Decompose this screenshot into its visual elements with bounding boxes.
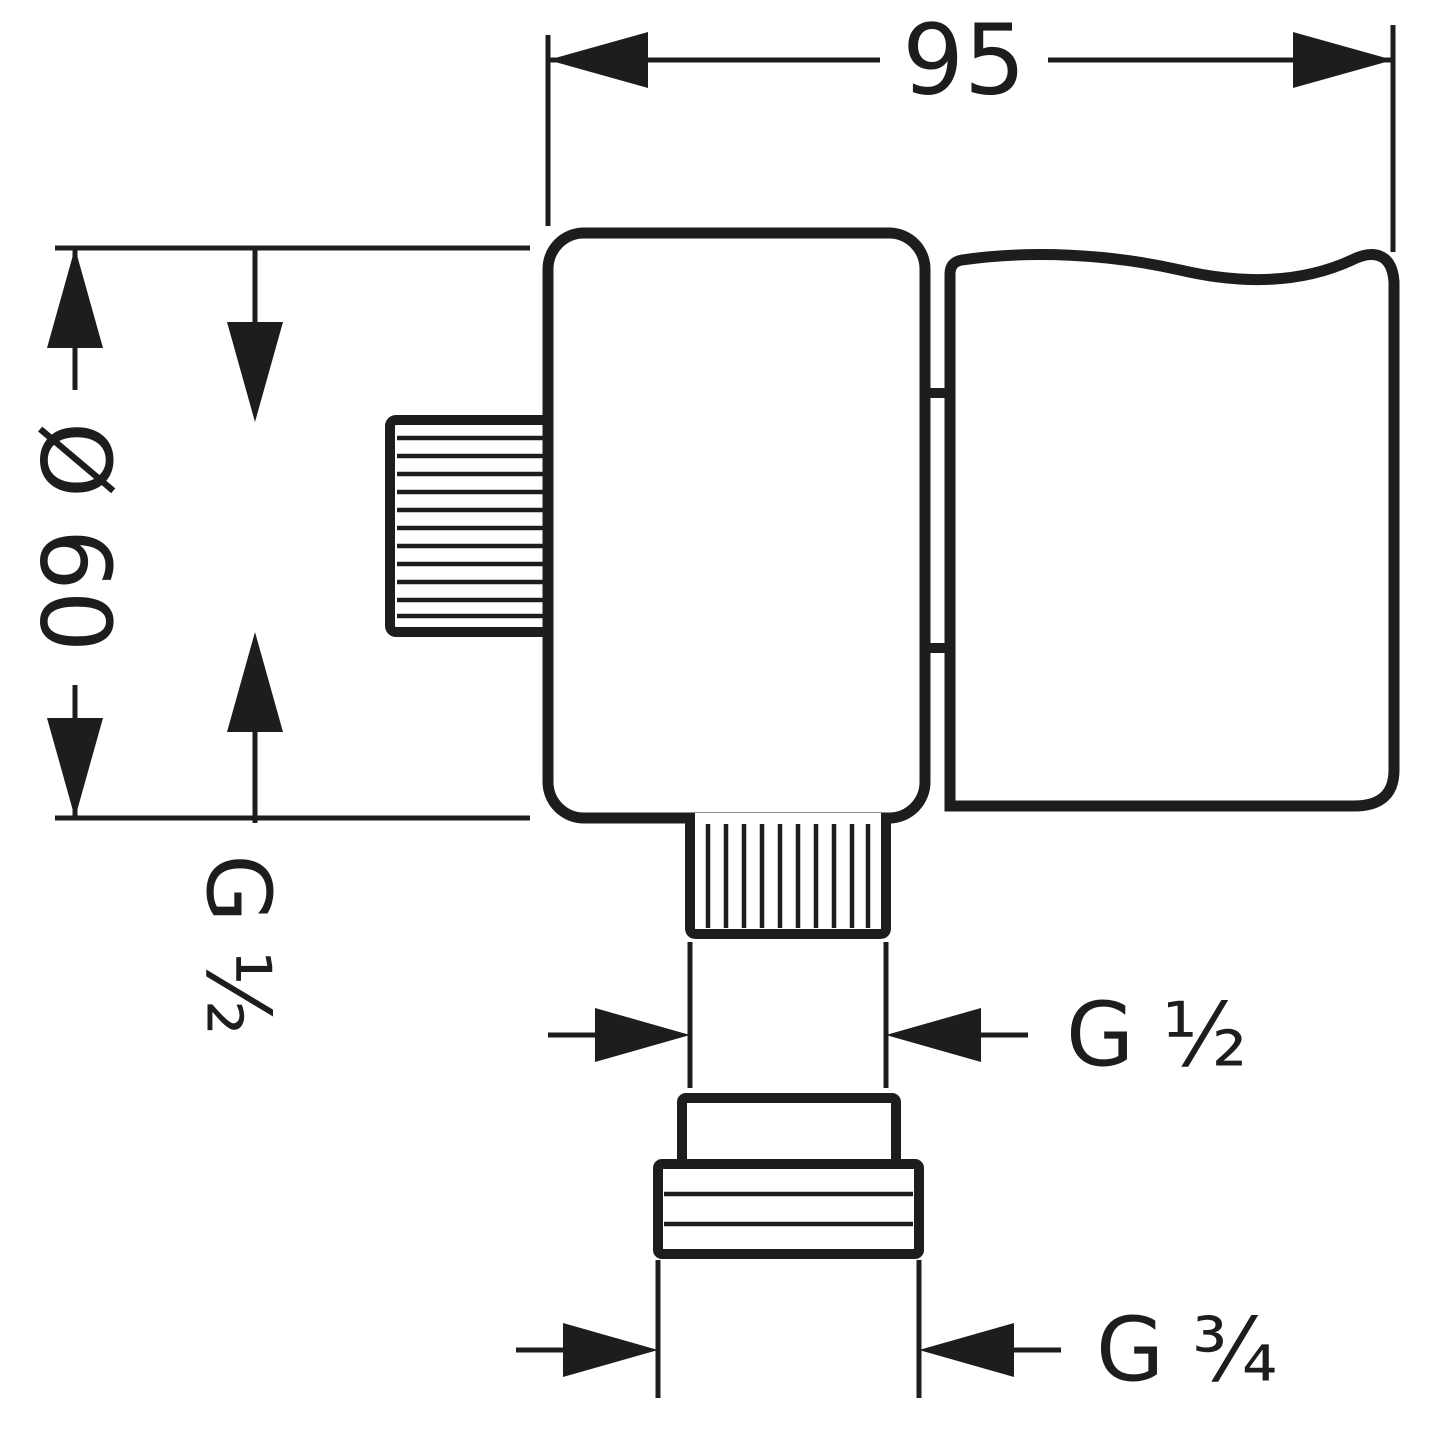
dimension-hose-thread: G ¾ xyxy=(516,1260,1277,1402)
valve-body xyxy=(542,227,931,824)
arrowhead-left-icon xyxy=(886,1008,981,1062)
arrowhead-right-icon xyxy=(1293,32,1393,88)
dimension-overall-width: 95 xyxy=(545,4,1396,252)
arrowhead-left-icon xyxy=(919,1323,1014,1377)
arrowhead-up-icon xyxy=(47,248,103,348)
arrowhead-down-icon xyxy=(47,718,103,818)
arrowhead-right-icon xyxy=(595,1008,690,1062)
outlet-thread-nipple xyxy=(685,813,891,939)
outlet-thread-lines xyxy=(705,824,871,928)
dimension-label-overall-width: 95 xyxy=(902,4,1025,117)
wall-thread-lines xyxy=(397,435,543,619)
hose-union-nut xyxy=(653,1093,924,1259)
arrowhead-left-icon xyxy=(548,32,648,88)
dimension-label-body-diameter: Ø 60 xyxy=(19,422,132,653)
dimension-body-diameter: Ø 60 xyxy=(19,245,530,821)
arrowhead-right-icon xyxy=(563,1323,658,1377)
dimension-wall-thread: G ½ xyxy=(187,250,290,1036)
hose-nut-lower-section xyxy=(653,1159,924,1259)
hose-nut-upper-section xyxy=(677,1093,901,1169)
wall-thread-connector xyxy=(385,415,565,637)
dimension-label-outlet-thread: G ½ xyxy=(1066,984,1247,1087)
outlet-thread-nipple-outline xyxy=(685,813,891,939)
dimension-label-hose-thread: G ¾ xyxy=(1096,1299,1277,1402)
dimension-outlet-thread: G ½ xyxy=(548,942,1247,1088)
dimension-label-wall-thread: G ½ xyxy=(187,854,290,1035)
arrowhead-down-icon xyxy=(227,322,283,422)
arrowhead-up-icon xyxy=(227,632,283,732)
valve-handle xyxy=(944,249,1400,812)
